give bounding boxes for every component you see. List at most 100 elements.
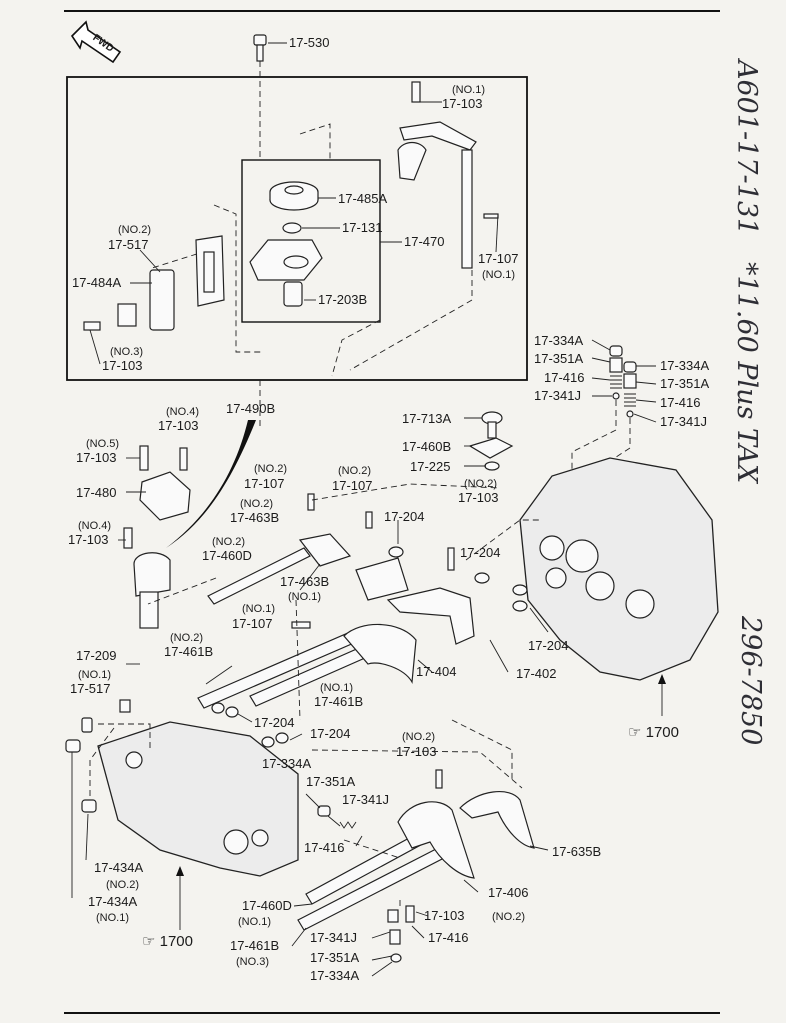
callout-17-107-c: 17-107 [232,616,272,631]
transmission-case-left [97,721,299,877]
plug-17-434a-a [65,739,81,753]
callout-17-341j-r: 17-341J [660,414,707,429]
pin-17-107-b [365,511,373,529]
selector-17-484a [83,235,225,331]
callout-17-334a-b: 17-334A [310,968,359,983]
callout-17-107-no2b: (NO.2) [338,465,371,477]
callout-17-460d-b: 17-460D [242,898,292,913]
cap-17-485a [269,181,319,211]
callout-17-517: 17-517 [108,237,148,252]
selector-17-480 [123,445,191,629]
shift-rod-17-107-box [397,81,499,269]
fork-17-463b [298,533,409,601]
fork-17-404 [343,623,417,684]
callout-17-103-no5: (NO.5) [86,438,119,450]
ref-1700-right: ☞ 1700 [628,724,679,741]
callout-17-461b-a: 17-461B [164,644,213,659]
callout-17-517b: 17-517 [70,681,110,696]
callout-17-461b-no3: (NO.3) [236,956,269,968]
callout-17-461b-no2: (NO.2) [170,632,203,644]
callout-17-103-top: 17-103 [442,96,482,111]
callout-17-334a-r: 17-334A [660,358,709,373]
callout-17-470: 17-470 [404,234,444,249]
bushings-17-204 [211,546,528,748]
callout-17-103-d: 17-103 [458,490,498,505]
callout-17-103-a: 17-103 [158,418,198,433]
callout-17-463b-a: 17-463B [230,510,279,525]
callout-17-635b: 17-635B [552,844,601,859]
knob-17-713a [468,411,514,471]
callout-17-103-e: 17-103 [396,744,436,759]
callout-17-530: 17-530 [289,35,329,50]
pin-17-107-c [291,621,311,629]
callout-17-103-box: 17-103 [102,358,142,373]
callout-17-434a-b: 17-434A [88,894,137,909]
callout-17-203b: 17-203B [318,292,367,307]
callout-17-103-b: 17-103 [76,450,116,465]
plug-17-209 [119,699,131,713]
callout-17-341j-m: 17-341J [342,792,389,807]
housing-17-203b [249,239,323,307]
callout-17-484a: 17-484A [72,275,121,290]
pin-17-107-a [307,493,315,511]
inset-box [66,76,528,381]
fwd-arrow-icon: FWD [70,20,122,64]
callouts: 17-530 (NO.1) 17-103 17-485A 17-131 17-4… [68,35,709,983]
callout-17-103-no3: (NO.3) [110,346,143,358]
callout-17-490b: 17-490B [226,401,275,416]
fork-17-635b [459,791,535,849]
callout-17-103-c: 17-103 [68,532,108,547]
leader-lines [71,339,657,977]
callout-17-204-d: 17-204 [254,715,294,730]
bolt-17-103-mid [447,547,455,571]
callout-17-103-no4a: (NO.4) [166,406,199,418]
callout-17-416-b: 17-416 [428,930,468,945]
callout-17-204-e: 17-204 [310,726,350,741]
ref-1700-left: ☞ 1700 [142,933,193,950]
callout-17-341j-l: 17-341J [534,388,581,403]
callout-17-517-no2: (NO.2) [118,224,151,236]
callout-17-416-m: 17-416 [304,840,344,855]
callout-17-351a-m: 17-351A [306,774,355,789]
callout-17-434a-no2: (NO.2) [106,879,139,891]
callout-17-103-no1-top: (NO.1) [452,84,485,96]
transmission-case-right [519,457,719,681]
callout-17-107-no1: (NO.1) [242,603,275,615]
callout-17-341j-b: 17-341J [310,930,357,945]
callout-17-334a-l: 17-334A [534,333,583,348]
inner-box [241,159,381,323]
callout-17-460d-a: 17-460D [202,548,252,563]
callout-17-404: 17-404 [416,664,456,679]
callout-17-460d-no2: (NO.2) [212,536,245,548]
callout-17-107-a: 17-107 [244,476,284,491]
callout-17-107-no2: (NO.2) [254,463,287,475]
callout-17-416-l: 17-416 [544,370,584,385]
callout-17-406: 17-406 [488,885,528,900]
callout-17-402: 17-402 [516,666,556,681]
handwritten-phone: 296-7850 [735,615,766,745]
bolt-17-103-right [435,769,443,789]
detent-parts-right [609,345,637,418]
callout-17-225: 17-225 [410,459,450,474]
callout-17-460b: 17-460B [402,439,451,454]
detent-parts-bottom [317,805,415,963]
fork-17-402 [386,587,475,645]
callout-17-351a-l: 17-351A [534,351,583,366]
handwritten-part-number: A601-17-131 [731,57,762,235]
callout-17-461b-b: 17-461B [314,694,363,709]
callout-17-517-no1: (NO.1) [78,669,111,681]
callout-17-107-top: 17-107 [478,251,518,266]
callout-17-107-top-no1: (NO.1) [482,269,515,281]
callout-17-485a: 17-485A [338,191,387,206]
callout-17-463b-no1: (NO.1) [288,591,321,603]
plug-17-434a-b [81,799,97,813]
callout-17-131: 17-131 [342,220,382,235]
callout-17-460d-no1: (NO.1) [238,916,271,928]
callout-17-204-b: 17-204 [460,545,500,560]
callout-17-463b-b: 17-463B [280,574,329,589]
fork-17-406 [397,801,475,879]
callout-17-204-c: 17-204 [528,638,568,653]
callout-17-204-a: 17-204 [384,509,424,524]
callout-17-480: 17-480 [76,485,116,500]
callout-17-334a-m: 17-334A [262,756,311,771]
